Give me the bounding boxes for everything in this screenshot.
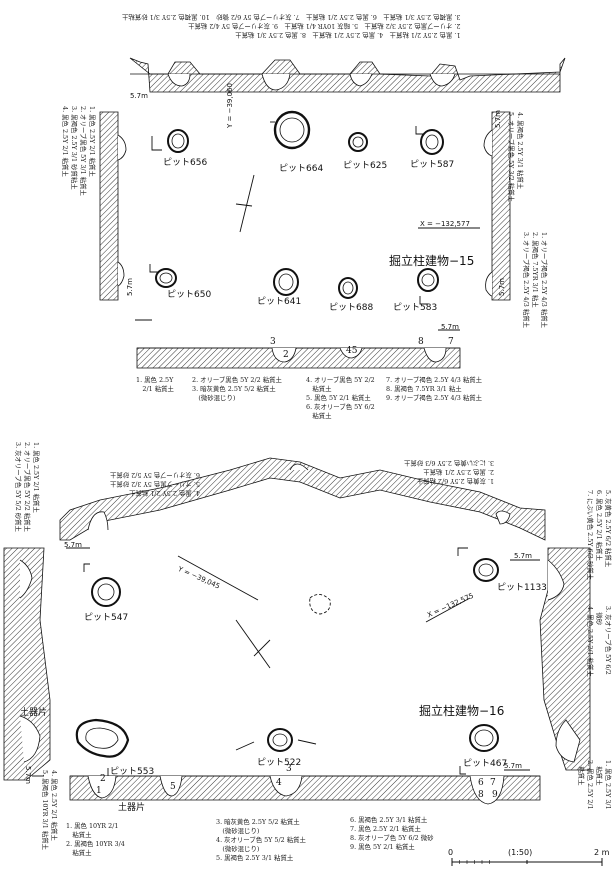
b16-elev-tr: 5.7m bbox=[514, 552, 532, 560]
b15-elev-bottom: 5.7m bbox=[441, 323, 459, 331]
b16-title: 掘立柱建物−16 bbox=[419, 704, 505, 718]
b15-markers bbox=[135, 121, 480, 331]
b16-markers bbox=[32, 547, 540, 777]
b16-right-mid-notes: 3. 灰オリーブ色 5Y 6/2 微砂 4. 黒色 2.5Y 2/1 粘質土 bbox=[586, 606, 612, 677]
b15-section-num-2: 2 bbox=[283, 350, 289, 360]
b16-section-num-7: 7 bbox=[490, 778, 496, 788]
b15-elev-right-top: 5.7m bbox=[494, 110, 502, 128]
b15-elev-right-bottom: 5.7m bbox=[498, 278, 506, 296]
pit-label-650: ピット650 bbox=[167, 290, 212, 300]
b15-coord-y: Y = −39,060 bbox=[226, 83, 234, 128]
b16-top-notes: 1. 灰黄色 2.5Y 6/2 粘質土 2. 黒色 2.5Y 2/1 粘質土 3… bbox=[404, 458, 495, 485]
b15-elev-left: 5.7m bbox=[126, 278, 134, 296]
b15-coord-x: X = −132,577 bbox=[420, 220, 470, 228]
b15-bottom-notes-4: 7. オリーブ褐色 2.5Y 4/3 粘質土 8. 黒褐色 7.5YR 3/1 … bbox=[386, 376, 483, 402]
b15-section-num-8: 8 bbox=[418, 337, 424, 347]
b16-section-num-3: 3 bbox=[286, 764, 292, 774]
b16-bottom-notes-3: 6. 黒褐色 2.5Y 3/1 粘質土 7. 黒色 2.5Y 2/1 粘質土 8… bbox=[350, 816, 434, 851]
pit-label-547: ピット547 bbox=[84, 613, 129, 623]
b16-bottom-section bbox=[69, 775, 541, 805]
b16-right-bottom-notes: 1. 黒色 2.5Y 3/1 粘質土 2. 黒色 2.5Y 2/1 粘質土 bbox=[577, 760, 612, 810]
b15-pits bbox=[155, 110, 444, 299]
b16-left-notes: 1. 黒色 2.5Y 2/1 粘質土 2. オリーブ黒色 5Y 2/2 粘質土 … bbox=[14, 442, 40, 532]
b15-bottom-notes-3: 4. オリーブ黒色 5Y 2/2 粘質土 5. 黒色 5Y 2/1 粘質土 6.… bbox=[306, 376, 375, 420]
b15-right-notes-bottom: 1. オリーブ褐色 2.5Y 4/3 粘質土 2. 黒褐色 7.5YR 3/1 … bbox=[522, 232, 548, 329]
b16-right-notes: 5. 灰黄色 2.5Y 6/2 粘質土 6. 黒色 2.5Y 2/1 粘質土 7… bbox=[586, 490, 612, 581]
pit-label-656: ピット656 bbox=[163, 158, 208, 168]
pit-label-553: ピット553 bbox=[110, 767, 155, 777]
b16-section-num-4: 4 bbox=[276, 778, 282, 788]
b16-section-num-5: 5 bbox=[170, 782, 176, 792]
b16-bottom-notes-2: 3. 暗灰黄色 2.5Y 5/2 粘質土 (微砂混じり) 4. 灰オリーブ色 5… bbox=[216, 818, 306, 862]
pit-label-467: ピット467 bbox=[463, 759, 508, 769]
b16-section-num-1: 1 bbox=[96, 786, 102, 796]
b15-title: 掘立柱建物−15 bbox=[389, 254, 475, 268]
b15-top-notes: 1. 黒色 2.5Y 2/1 粘質土 4. 黒色 2.5Y 2/1 粘質土 8.… bbox=[122, 12, 461, 39]
b16-elev-br: 5.7m bbox=[504, 762, 522, 770]
b16-top-section bbox=[59, 457, 546, 541]
pit-label-664: ピット664 bbox=[279, 164, 324, 174]
b15-right-notes-top: 4. 黒褐色 2.5Y 3/1 粘質土 5. オリーブ黒色 5Y 3/2 粘質土 bbox=[507, 112, 524, 202]
pit-label-625: ピット625 bbox=[343, 161, 388, 171]
b16-annotation-sherd-bottom: 土器片 bbox=[118, 803, 146, 813]
b15-section-num-7: 7 bbox=[448, 337, 454, 347]
scale-start-label: 0 bbox=[448, 848, 454, 857]
scale-ratio-label: (1:50) bbox=[508, 848, 533, 857]
b15-bottom-notes-2: 2. オリーブ黒色 5Y 2/2 粘質土 3. 暗灰黄色 2.5Y 5/2 粘質… bbox=[192, 376, 282, 402]
b16-section-num-9: 9 bbox=[492, 790, 498, 800]
b16-section-num-6: 6 bbox=[478, 778, 484, 788]
b16-elev-tl: 5.7m bbox=[64, 541, 82, 549]
b16-elev-bl: 5.7m bbox=[24, 766, 32, 784]
b16-pits bbox=[75, 558, 499, 758]
b15-bottom-section bbox=[136, 347, 461, 369]
b15-elev-top: 5.7m bbox=[130, 92, 148, 100]
pit-label-587: ピット587 bbox=[410, 160, 455, 170]
b16-bottom-notes-1: 1. 黒色 10YR 2/1 粘質土 2. 黒褐色 10YR 3/4 粘質土 bbox=[66, 822, 125, 857]
scale-end-label: 2 m bbox=[594, 848, 610, 857]
pit-label-688: ピット688 bbox=[329, 303, 374, 313]
b16-top-left-notes: 4. 黒色 2.5Y 2/1 粘質土 5. オリーブ黒色 5Y 3/2 砂質土 … bbox=[110, 470, 200, 497]
b16-left-section bbox=[3, 547, 51, 781]
b16-section-num-2: 2 bbox=[100, 774, 106, 784]
pit-label-641: ピット641 bbox=[257, 297, 302, 307]
b15-right-section bbox=[483, 111, 511, 301]
b16-annotation-sherd-left: 土器片 bbox=[20, 708, 48, 718]
pit-label-1133: ピット1133 bbox=[497, 583, 547, 593]
pit-label-522: ピット522 bbox=[257, 758, 302, 768]
b15-bottom-notes-1: 1. 黒色 2.5Y 2/1 粘質土 bbox=[136, 376, 174, 393]
b15-section-num-3: 3 bbox=[270, 337, 276, 347]
scale-bar bbox=[451, 858, 603, 866]
b16-left-bottom-notes: 4. 黒色 2.5Y 2/1 粘質土 5. 黒褐色 10YR 3/1 粘質土 bbox=[41, 770, 58, 851]
b16-section-num-8: 8 bbox=[478, 790, 484, 800]
b15-section-num-45: 45 bbox=[346, 346, 358, 356]
b15-top-section bbox=[129, 57, 566, 93]
b16-right-section bbox=[539, 547, 591, 771]
b15-left-section bbox=[99, 111, 127, 301]
b15-left-notes: 1. 黒色 2.5Y 2/1 粘質土 2. オリーブ黒色 5Y 3/1 粘質土 … bbox=[61, 106, 96, 196]
pit-label-583: ピット583 bbox=[393, 303, 438, 313]
